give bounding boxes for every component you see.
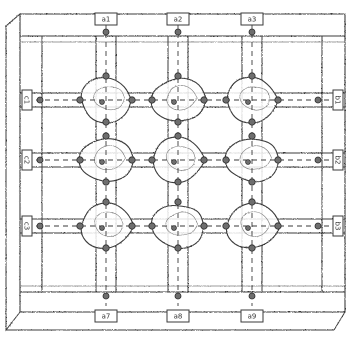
junction-dot-right-r2-c2 — [201, 157, 207, 163]
bead-outline — [79, 139, 134, 182]
bead-cluster-r1-c2 — [151, 78, 207, 121]
top-label-1: a1 — [95, 13, 117, 25]
bottom-label-3: a9 — [241, 310, 263, 322]
left-label-1-text: c1 — [23, 96, 31, 104]
junction-dot-bottom-r2-c1 — [103, 179, 109, 185]
junction-dot-bottom-r1-c2 — [175, 119, 181, 125]
junction-dot-top-r1-c2 — [175, 73, 181, 79]
junction-dot-top-r2-c3 — [249, 133, 255, 139]
junction-dot-top-r3-c3 — [249, 199, 255, 205]
bead-outline — [226, 203, 280, 248]
top-label-1-text: a1 — [102, 16, 111, 24]
top-label-2: a2 — [167, 13, 189, 25]
right-label-3: b3 — [333, 216, 343, 236]
junction-dot-center-r1-c2 — [172, 100, 177, 105]
junction-dot-center-r3-c2 — [172, 226, 177, 231]
junction-dot-left-r1-c2 — [149, 97, 155, 103]
junction-dot-bottom-r3-c1 — [103, 245, 109, 251]
frame-side-depth — [6, 14, 20, 330]
bead-cluster-r2-c1 — [79, 139, 134, 182]
junction-dot-left-r1-c3 — [223, 97, 229, 103]
edge-dot-right-row-1 — [315, 97, 321, 103]
junction-dot-left-r2-c3 — [223, 157, 229, 163]
edge-dot-top-col-1 — [103, 29, 109, 35]
left-label-2-text: c2 — [23, 156, 31, 164]
bead-cluster-r3-c3 — [226, 203, 280, 248]
junction-dot-top-r1-c1 — [103, 73, 109, 79]
junction-dot-center-r3-c3 — [246, 226, 251, 231]
bead-outline — [151, 78, 207, 121]
junction-dot-right-r3-c2 — [201, 223, 207, 229]
junction-dot-left-r3-c3 — [223, 223, 229, 229]
junction-dot-left-r3-c2 — [149, 223, 155, 229]
left-label-2: c2 — [22, 150, 32, 170]
junction-dot-top-r3-c1 — [103, 199, 109, 205]
left-label-3: c3 — [22, 216, 32, 236]
top-label-2-text: a2 — [174, 16, 183, 24]
bottom-label-1: a7 — [95, 310, 117, 322]
junction-dot-top-r1-c3 — [249, 73, 255, 79]
bottom-label-1-text: a7 — [102, 313, 111, 321]
edge-dot-bottom-col-2 — [175, 293, 181, 299]
bottom-label-2-text: a8 — [174, 313, 183, 321]
top-label-3-text: a3 — [248, 16, 257, 24]
junction-dot-left-r2-c2 — [149, 157, 155, 163]
right-label-1-text: b1 — [334, 96, 342, 105]
edge-dot-left-row-1 — [37, 97, 43, 103]
top-label-3: a3 — [241, 13, 263, 25]
junction-dot-right-r1-c2 — [201, 97, 207, 103]
junction-dot-right-r3-c3 — [275, 223, 281, 229]
junction-dot-center-r3-c1 — [100, 226, 105, 231]
edge-dot-bottom-col-1 — [103, 293, 109, 299]
junction-dot-right-r2-c1 — [129, 157, 135, 163]
junction-dot-center-r2-c1 — [100, 160, 105, 165]
junction-dot-bottom-r1-c3 — [249, 119, 255, 125]
junction-dot-center-r1-c3 — [246, 100, 251, 105]
junction-dot-bottom-r3-c2 — [175, 245, 181, 251]
junction-dot-bottom-r1-c1 — [103, 119, 109, 125]
junction-dot-right-r1-c1 — [129, 97, 135, 103]
junction-dot-bottom-r2-c2 — [175, 179, 181, 185]
junction-dot-center-r2-c2 — [172, 160, 177, 165]
junction-dot-top-r2-c2 — [175, 133, 181, 139]
left-label-3-text: c3 — [23, 222, 31, 230]
junction-dot-left-r3-c1 — [77, 223, 83, 229]
junction-dot-center-r2-c3 — [246, 160, 251, 165]
bottom-label-2: a8 — [167, 310, 189, 322]
bead-cluster-r2-c2 — [153, 137, 205, 183]
edge-dot-bottom-col-3 — [249, 293, 255, 299]
edge-dot-top-col-2 — [175, 29, 181, 35]
right-label-2: b2 — [333, 150, 343, 170]
left-label-1: c1 — [22, 90, 32, 110]
right-label-2-text: b2 — [334, 156, 342, 165]
edge-dot-left-row-3 — [37, 223, 43, 229]
junction-dot-center-r1-c1 — [100, 100, 105, 105]
edge-dot-right-row-3 — [315, 223, 321, 229]
right-label-1: b1 — [333, 90, 343, 110]
junction-dot-left-r1-c1 — [77, 97, 83, 103]
junction-dot-left-r2-c1 — [77, 157, 83, 163]
edge-dot-top-col-3 — [249, 29, 255, 35]
junction-dot-right-r2-c3 — [275, 157, 281, 163]
junction-dot-top-r2-c1 — [103, 133, 109, 139]
junction-dot-top-r3-c2 — [175, 199, 181, 205]
junction-dot-bottom-r3-c3 — [249, 245, 255, 251]
edge-dot-right-row-2 — [315, 157, 321, 163]
edge-dot-left-row-2 — [37, 157, 43, 163]
junction-dot-right-r3-c1 — [129, 223, 135, 229]
frame-corner-depth — [334, 312, 345, 330]
junction-dot-right-r1-c3 — [275, 97, 281, 103]
junction-dot-bottom-r2-c3 — [249, 179, 255, 185]
bottom-label-3-text: a9 — [248, 313, 257, 321]
bead-outline — [153, 137, 205, 183]
right-label-3-text: b3 — [334, 222, 342, 231]
